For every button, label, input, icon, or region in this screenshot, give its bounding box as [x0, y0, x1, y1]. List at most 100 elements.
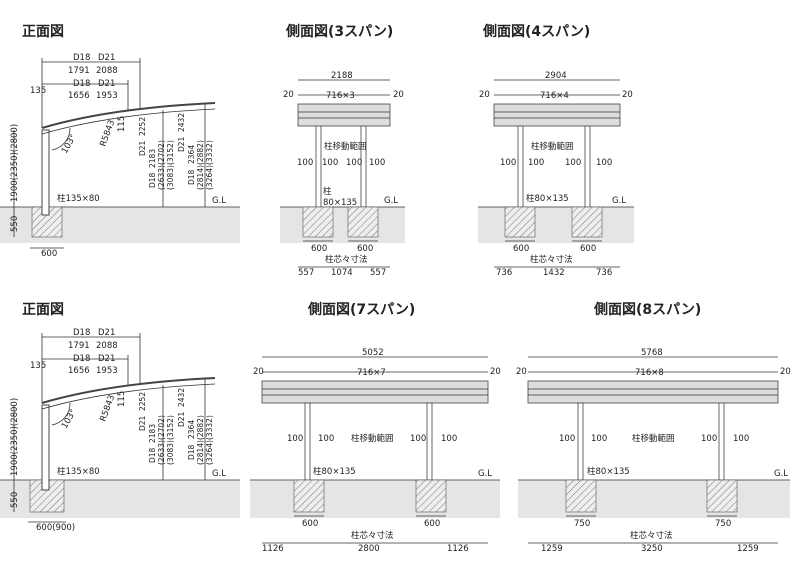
ground-band — [280, 207, 405, 243]
side8-move-3: 100 — [701, 434, 717, 444]
gl-label: G.L — [212, 196, 226, 206]
side3-footing-2: 600 — [357, 244, 373, 254]
dim-135: 135 — [30, 86, 46, 96]
dim-left-height: 1900(2350)(2800) — [10, 398, 20, 476]
side4-bottom-1: 736 — [496, 268, 512, 278]
footing-right — [415, 479, 447, 513]
front-view-bottom: 正面図 D18 D21 1791 2088 D18 D21 1656 1953 … — [0, 302, 240, 533]
side8-footing-1: 750 — [574, 519, 590, 529]
roof-curve-lower — [41, 383, 216, 410]
side7-total: 5052 — [362, 348, 384, 358]
vdim-8: (3264)(3332) — [205, 140, 214, 190]
dim-mid-a: D18 — [73, 79, 90, 89]
side7-span: 716×7 — [357, 368, 386, 378]
vdim-7: (2814)(2882) — [196, 140, 205, 190]
side7-edge-left: 20 — [253, 367, 264, 377]
dim-top-w-a: 1791 — [68, 341, 90, 351]
side4-bottom-3: 736 — [596, 268, 612, 278]
side3-pitch: 柱芯々寸法 — [325, 254, 368, 265]
dim-550: 550 — [10, 492, 20, 508]
side7-bottom-1: 1126 — [262, 544, 284, 554]
vdim-4: (3083)(3152) — [166, 140, 175, 190]
side4-footing-2: 600 — [580, 244, 596, 254]
side7-move-1: 100 — [287, 434, 303, 444]
side7-pitch: 柱芯々寸法 — [351, 530, 394, 541]
side3-gl: G.L — [384, 196, 398, 206]
vdim-3: (2633)(2702) — [157, 415, 166, 465]
vdim-1a: D21 — [138, 140, 147, 156]
post-left — [577, 402, 584, 490]
side7-post: 柱80×135 — [313, 466, 356, 477]
side3-title: 側面図(3スパン) — [285, 23, 393, 40]
post-right — [584, 125, 591, 217]
vdim-6b: 2364 — [187, 420, 196, 439]
dim-mid-b: D21 — [98, 354, 115, 364]
side-view-3span: 側面図(3スパン) 2188 20 20 716×3 柱移動範囲 100 100… — [280, 23, 405, 278]
side7-title: 側面図(7スパン) — [307, 301, 415, 318]
side4-total: 2904 — [545, 71, 567, 81]
roof-panel — [297, 103, 391, 127]
dim-top-w-b: 2088 — [96, 66, 118, 76]
vdim-5a: D21 — [177, 411, 186, 427]
vdim-5b: 2432 — [177, 113, 186, 132]
footing-left — [504, 206, 536, 238]
dim-mid-a: D18 — [73, 354, 90, 364]
ground-band — [478, 207, 634, 243]
side-view-4span: 側面図(4スパン) 2904 20 20 716×4 柱移動範囲 100 100… — [478, 23, 634, 278]
dim-mid-w-b: 1953 — [96, 91, 118, 101]
side7-bottom-3: 1126 — [447, 544, 469, 554]
post-right — [718, 402, 725, 490]
side4-move-4: 100 — [596, 158, 612, 168]
side7-gl: G.L — [478, 469, 492, 479]
dim-top-w-b: 2088 — [96, 341, 118, 351]
side7-move-range: 柱移動範囲 — [351, 433, 394, 444]
roof-panel — [261, 380, 489, 404]
vdim-2b: 2183 — [148, 149, 157, 168]
roof-curve — [41, 377, 216, 404]
front-view-top: 正面図 D18 D21 1791 2088 D18 D21 1656 1953 … — [0, 24, 240, 259]
side7-move-3: 100 — [410, 434, 426, 444]
footing-width: 600(900) — [36, 523, 75, 533]
dim-angle: 103° — [60, 133, 79, 156]
footing-right — [571, 206, 603, 238]
vdim-7: (2814)(2882) — [196, 415, 205, 465]
footing-right — [347, 206, 379, 238]
post — [41, 404, 50, 491]
side7-footing-2: 600 — [424, 519, 440, 529]
vdim-6a: D18 — [187, 169, 196, 185]
dim-angle: 103° — [60, 408, 79, 431]
vdim-1a: D21 — [138, 415, 147, 431]
dim-mid-w-a: 1656 — [68, 91, 90, 101]
side8-bottom-1: 1259 — [541, 544, 563, 554]
footing-right — [706, 479, 738, 513]
side8-footing-2: 750 — [715, 519, 731, 529]
side4-move-3: 100 — [565, 158, 581, 168]
roof-panel — [493, 103, 621, 127]
side7-move-4: 100 — [441, 434, 457, 444]
vdim-2b: 2183 — [148, 424, 157, 443]
side4-title: 側面図(4スパン) — [482, 23, 590, 40]
gl-label: G.L — [212, 469, 226, 479]
side4-move-range: 柱移動範囲 — [531, 141, 574, 152]
side4-edge-left: 20 — [479, 90, 490, 100]
post-left — [304, 402, 311, 490]
footing-left — [565, 479, 597, 513]
vdim-4: (3083)(3152) — [166, 415, 175, 465]
side3-span: 716×3 — [326, 91, 355, 101]
side3-bottom-1: 557 — [298, 268, 314, 278]
dim-550: 550 — [10, 216, 20, 232]
footing-left — [293, 479, 325, 513]
dim-115: 115 — [117, 391, 127, 407]
side3-move-range: 柱移動範囲 — [324, 141, 367, 152]
side3-bottom-3: 557 — [370, 268, 386, 278]
dim-mid-w-b: 1953 — [96, 366, 118, 376]
side3-edge-right: 20 — [393, 90, 404, 100]
dim-mid-w-a: 1656 — [68, 366, 90, 376]
side4-footing-1: 600 — [513, 244, 529, 254]
footing-left — [302, 206, 334, 238]
footing-width: 600 — [41, 249, 57, 259]
dim-radius: R5843 — [98, 119, 117, 148]
side7-footing-1: 600 — [302, 519, 318, 529]
dim-radius: R5843 — [98, 394, 117, 423]
angle-arc — [51, 127, 71, 151]
